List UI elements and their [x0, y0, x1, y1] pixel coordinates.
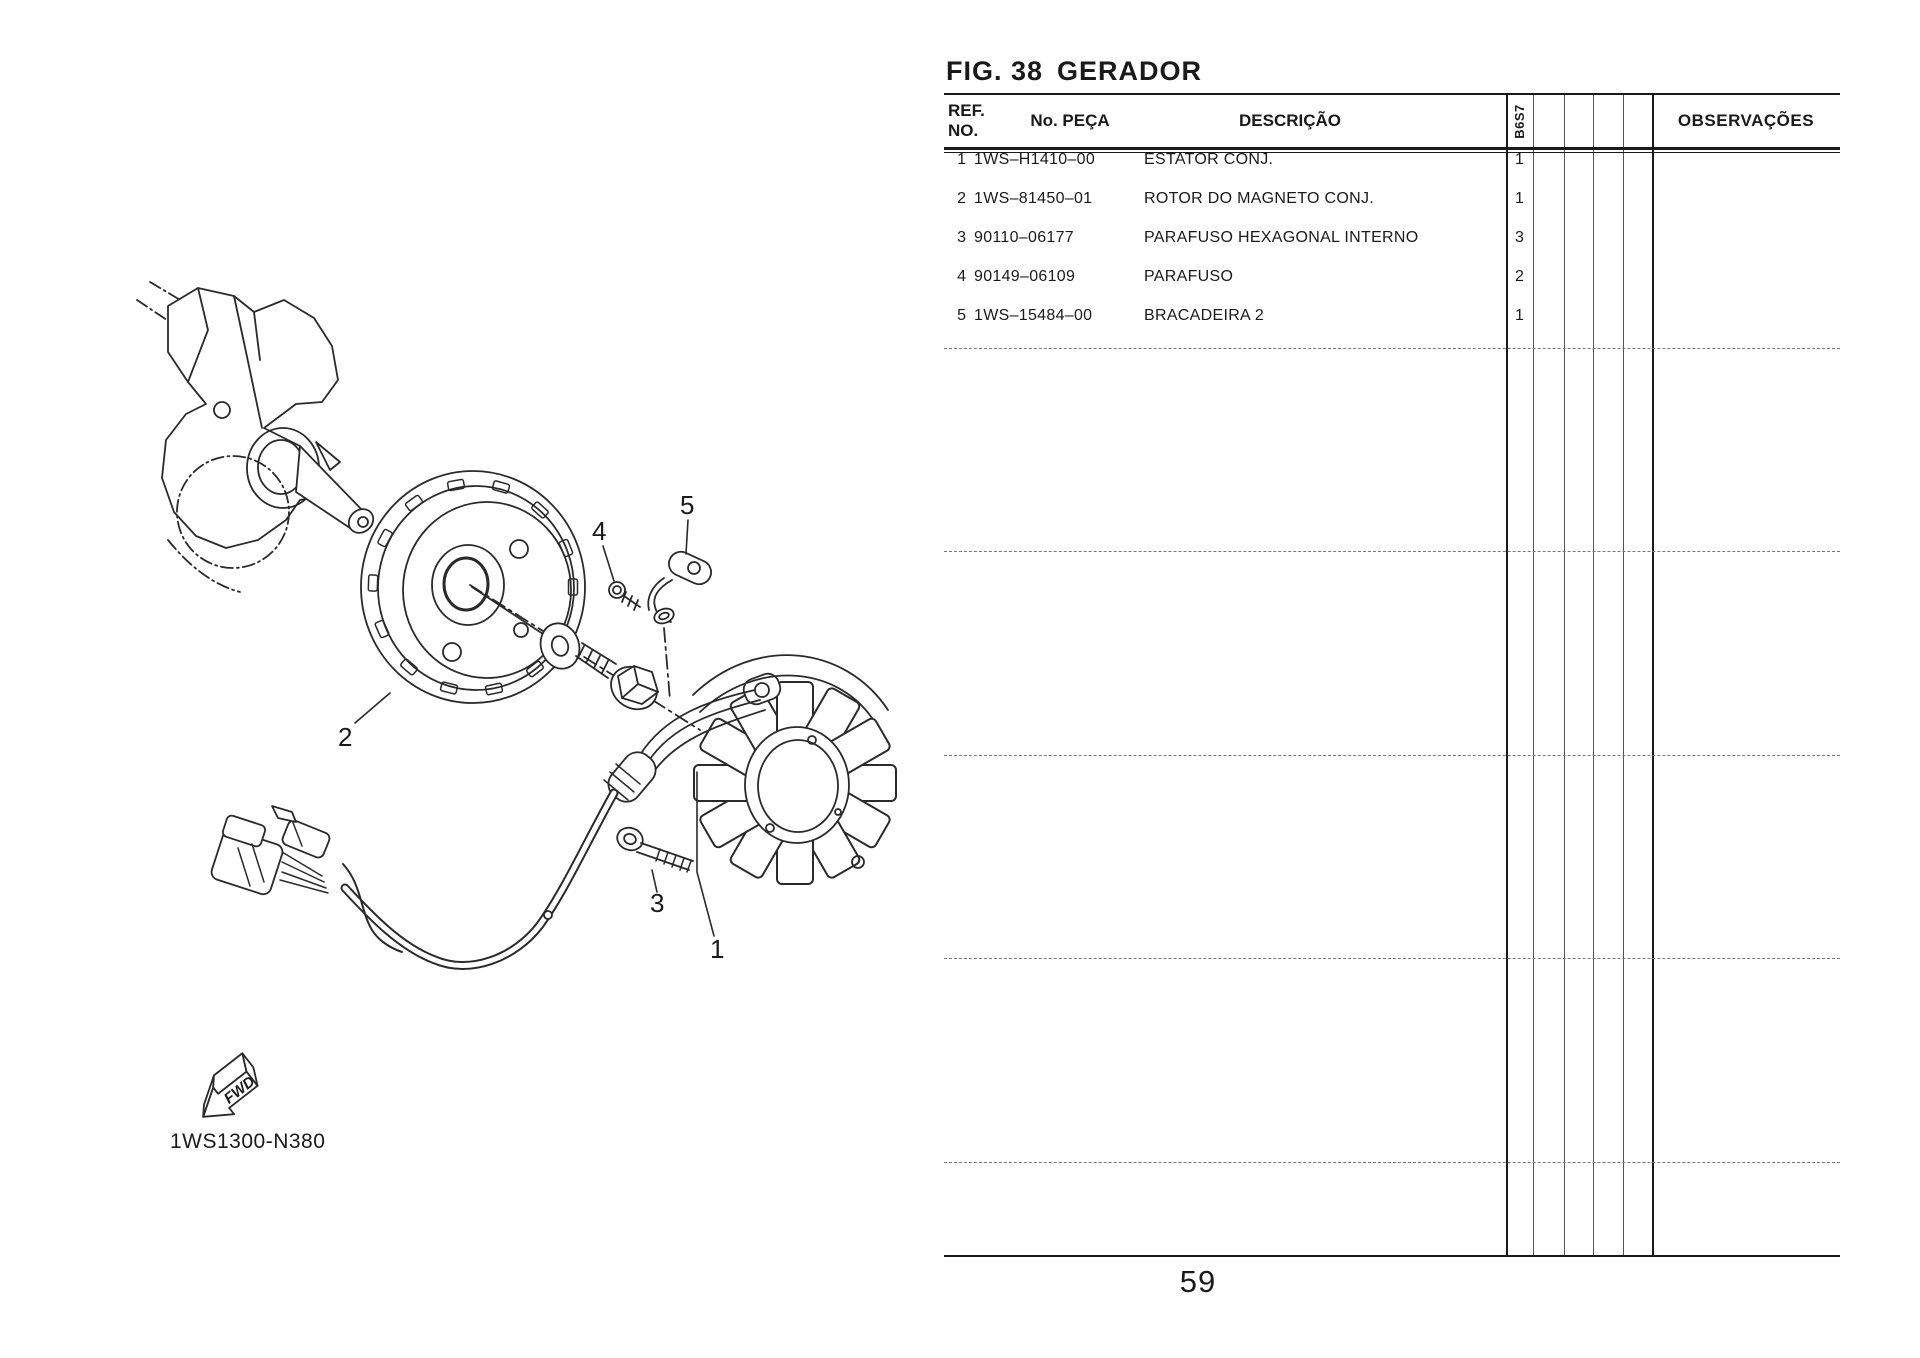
drawing-code: 1WS1300-N380 — [170, 1130, 325, 1153]
column-line — [1623, 95, 1624, 1255]
stator-drawing — [692, 654, 897, 885]
exploded-view-diagram: 1 2 3 4 5 FWD 1WS1300-N380 — [136, 281, 897, 1153]
axis-line — [469, 584, 701, 731]
connectors-drawing — [210, 805, 331, 896]
axis-line — [663, 627, 671, 701]
section-divider — [944, 551, 1840, 552]
section-divider — [944, 958, 1840, 959]
figure-title: FIG. 38 GERADOR — [946, 56, 1202, 87]
washer-drawing — [539, 622, 581, 670]
wire-harness-drawing — [279, 689, 766, 970]
header-part-no: No. PEÇA — [1030, 111, 1110, 130]
callout-1: 1 — [710, 934, 724, 964]
callout-5: 5 — [680, 490, 694, 520]
figure-label: FIG. 38 — [946, 56, 1044, 86]
page-number: 59 — [1179, 1264, 1217, 1299]
table-row: 1 1WS–H1410–00 ESTATOR CONJ. 1 — [957, 151, 1524, 168]
flywheel-bolt-drawing — [575, 642, 659, 711]
screw-4-drawing — [608, 581, 641, 611]
column-line — [1652, 95, 1654, 1255]
parts-table: REF. NO. No. PEÇA DESCRIÇÃO B6S7 OBSERVA… — [944, 93, 1840, 1257]
bolt-3-drawing — [616, 826, 694, 873]
header-model-code: B6S7 — [1512, 103, 1527, 139]
callout-2: 2 — [338, 722, 352, 752]
bracket-5-drawing — [647, 550, 712, 625]
callout-leaders — [354, 519, 715, 937]
section-divider — [944, 1162, 1840, 1163]
header-rule-thick — [944, 147, 1840, 150]
column-line — [1506, 95, 1508, 1255]
callout-3: 3 — [650, 888, 664, 918]
table-row: 2 1WS–81450–01 ROTOR DO MAGNETO CONJ. 1 — [957, 190, 1524, 207]
header-ref-no: REF. NO. — [948, 101, 985, 140]
table-row: 3 90110–06177 PARAFUSO HEXAGONAL INTERNO… — [957, 229, 1524, 246]
callout-numbers: 1 2 3 4 5 — [338, 490, 724, 964]
header-observations: OBSERVAÇÕES — [1677, 111, 1815, 130]
column-line — [1564, 95, 1565, 1255]
hub-leader-line — [471, 586, 544, 635]
section-divider — [944, 348, 1840, 349]
section-divider — [944, 755, 1840, 756]
crankshaft-drawing — [136, 281, 375, 593]
table-row: 5 1WS–15484–00 BRACADEIRA 2 1 — [957, 307, 1524, 324]
table-row: 4 90149–06109 PARAFUSO 2 — [957, 268, 1524, 285]
header-rule-thin — [944, 152, 1840, 153]
header-description: DESCRIÇÃO — [1238, 111, 1341, 130]
column-line — [1593, 95, 1594, 1255]
fwd-arrow-icon: FWD — [202, 1052, 259, 1118]
callout-4: 4 — [592, 516, 606, 546]
column-line — [1533, 95, 1534, 1255]
figure-name: GERADOR — [1057, 56, 1203, 86]
